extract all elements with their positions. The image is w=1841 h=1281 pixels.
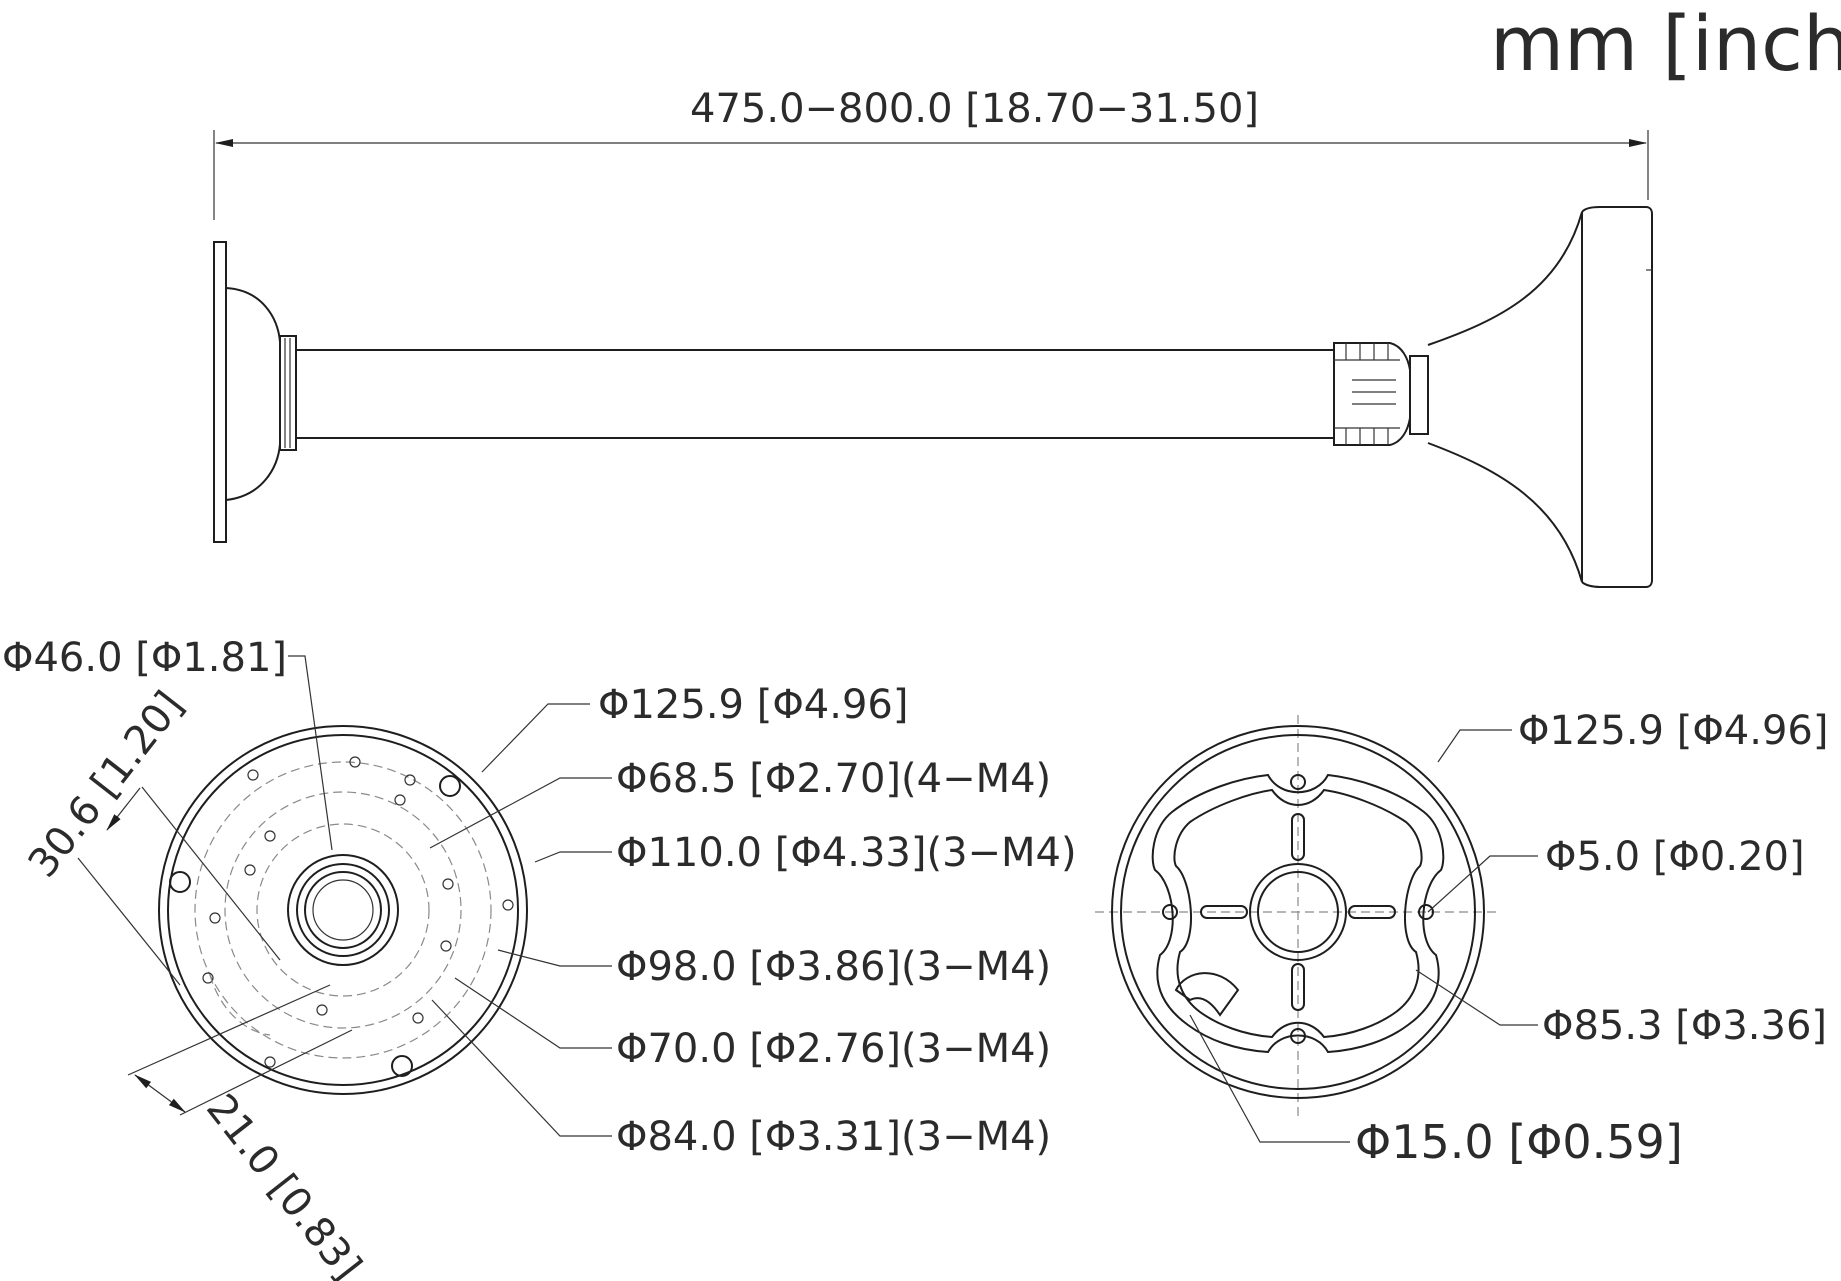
center-boss-right — [1257, 871, 1339, 953]
callout-right-0: Φ125.9 [Φ4.96] — [1518, 708, 1828, 754]
side-view: 475.0−800.0 [18.70−31.50] — [213, 86, 1653, 588]
knurled-nut — [1333, 342, 1411, 446]
screw-hole — [391, 1055, 413, 1077]
callout-left-0: Φ46.0 [Φ1.81] — [2, 635, 287, 681]
callout-left-2: Φ68.5 [Φ2.70](4−M4) — [616, 756, 1051, 802]
callout-left-5: Φ70.0 [Φ2.76](3−M4) — [616, 1026, 1051, 1072]
callout-left-4: Φ98.0 [Φ3.86](3−M4) — [616, 944, 1051, 990]
callout-left-6: Φ84.0 [Φ3.31](3−M4) — [616, 1114, 1051, 1160]
bracket-offset-label: 21.0 [0.83] — [197, 1086, 370, 1281]
callout-left-1: Φ125.9 [Φ4.96] — [598, 682, 908, 728]
flared-base-right — [1427, 211, 1583, 583]
screw-hole — [439, 775, 461, 797]
callout-right-2: Φ85.3 [Φ3.36] — [1542, 1003, 1827, 1049]
screw-hole — [1290, 1028, 1306, 1044]
length-dimension-label: 475.0−800.0 [18.70−31.50] — [690, 86, 1259, 132]
callout-left-3: Φ110.0 [Φ4.33](3−M4) — [616, 830, 1077, 876]
screw-hole — [169, 871, 191, 893]
wall-plate-left — [213, 241, 227, 543]
outer-rim-left — [158, 725, 528, 1095]
callout-right-3: Φ15.0 [Φ0.59] — [1355, 1115, 1683, 1169]
base-cap-right — [1581, 206, 1653, 588]
inner-cross-frame — [1151, 773, 1445, 1054]
screw-hole — [1162, 904, 1178, 920]
outer-rim-right — [1111, 725, 1485, 1099]
right-bottom-view — [1095, 715, 1538, 1143]
collar-left — [279, 335, 297, 451]
callout-right-1: Φ5.0 [Φ0.20] — [1545, 834, 1805, 880]
center-hub-left — [287, 854, 399, 966]
dome-left — [225, 287, 281, 501]
screw-hole — [1418, 904, 1434, 920]
neck-right — [1409, 355, 1429, 435]
cable-port — [1174, 972, 1240, 1017]
units-label: mm [inch] — [1490, 0, 1841, 88]
left-bottom-view — [77, 655, 612, 1137]
screw-hole — [1290, 774, 1306, 790]
